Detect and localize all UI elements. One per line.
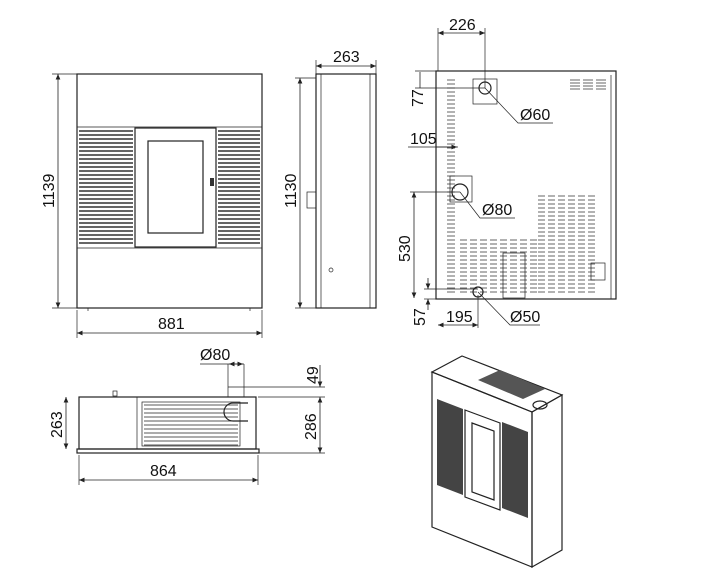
top-depth-label: 263 <box>49 411 66 438</box>
front-height-label: 1139 <box>41 173 58 208</box>
rear-height-530: 530 <box>397 235 414 262</box>
rear-offset-226: 226 <box>449 17 476 34</box>
duct-diameter-label: Ø80 <box>200 347 230 364</box>
side-view: 263 1130 <box>283 49 377 309</box>
flue-diameter-label: Ø60 <box>520 107 550 124</box>
total-depth-286-label: 286 <box>303 413 320 440</box>
protrusion-49-label: 49 <box>305 366 322 384</box>
drain-diameter-label: Ø50 <box>510 309 540 326</box>
rear-offset-195: 195 <box>446 309 473 326</box>
front-width-label: 881 <box>158 316 185 333</box>
air-inlet-diameter-label: Ø80 <box>482 202 512 219</box>
rear-view: 226 77 105 530 57 195 Ø60 Ø80 Ø50 <box>397 17 617 328</box>
front-view: 1139 881 <box>41 73 263 338</box>
side-depth-label: 263 <box>333 49 360 66</box>
top-view: 263 864 Ø80 49 286 <box>49 347 325 485</box>
top-width-label: 864 <box>150 463 177 480</box>
side-height-label: 1130 <box>283 173 300 208</box>
rear-offset-105: 105 <box>410 131 437 148</box>
rear-height-57: 57 <box>412 308 429 326</box>
rear-offset-77: 77 <box>410 89 427 107</box>
isometric-view <box>430 355 564 569</box>
